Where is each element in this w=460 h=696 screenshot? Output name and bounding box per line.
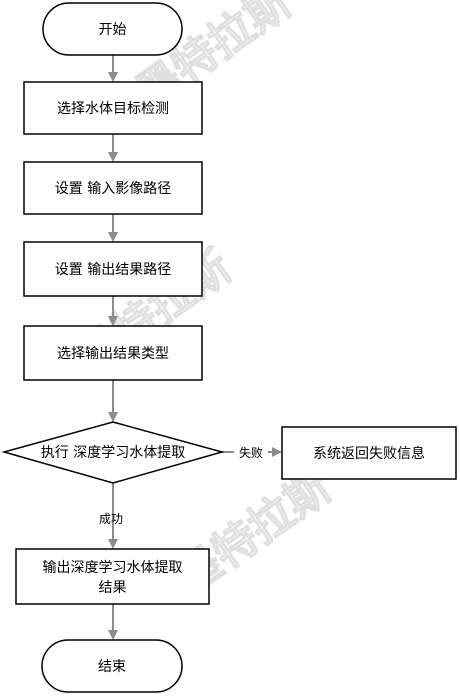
start-node-label: 开始: [99, 22, 127, 38]
select-detection-label: 选择水体目标检测: [57, 101, 169, 117]
execute-decision-label: 执行 深度学习水体提取: [41, 445, 185, 461]
set-input-node: 设置 输入影像路径: [23, 161, 203, 215]
select-detection-node: 选择水体目标检测: [23, 81, 203, 135]
set-output-node: 设置 输出结果路径: [23, 241, 203, 297]
output-result-label-line1: 输出深度学习水体提取: [43, 560, 183, 576]
set-input-label: 设置 输入影像路径: [55, 181, 171, 197]
end-node: 结束: [41, 639, 183, 693]
success-label: 成功: [99, 512, 123, 526]
execute-decision-node: 执行 深度学习水体提取: [1, 421, 225, 484]
select-type-node: 选择输出结果类型: [23, 325, 203, 381]
select-type-label: 选择输出结果类型: [57, 346, 169, 362]
error-label: 系统返回失败信息: [313, 445, 425, 462]
error-node: 系统返回失败信息: [281, 426, 457, 480]
end-node-label: 结束: [98, 659, 126, 675]
set-output-label: 设置 输出结果路径: [55, 262, 171, 278]
start-node: 开始: [42, 2, 183, 56]
fail-label: 失败: [239, 445, 263, 460]
output-result-label-line2: 结果: [99, 580, 127, 596]
output-result-node: 输出深度学习水体提取 结果: [15, 548, 210, 605]
connectors: [108, 55, 282, 640]
fail-label-bg: [234, 443, 268, 461]
